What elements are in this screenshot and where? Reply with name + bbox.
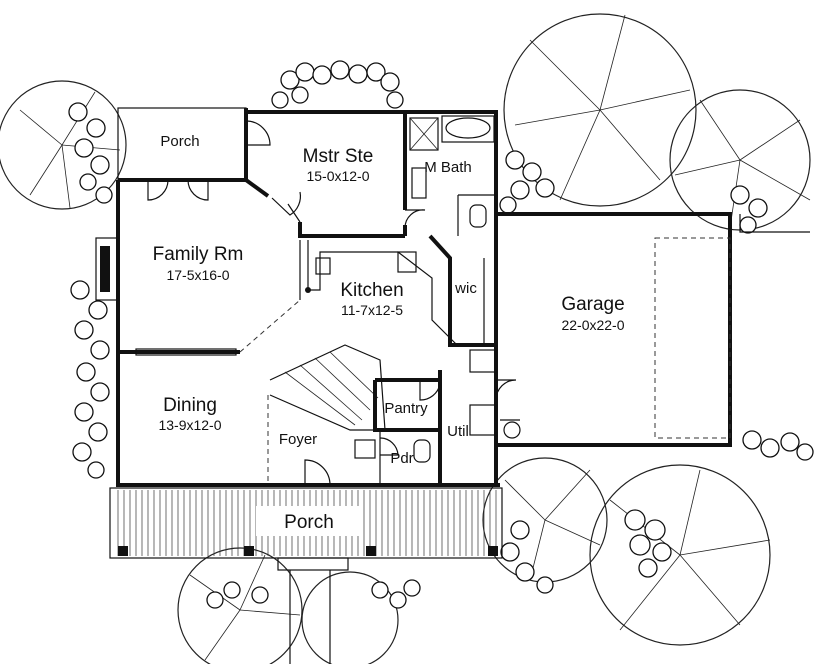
- master-bath-label: M Bath: [424, 159, 472, 176]
- front-porch: [109, 487, 503, 664]
- interior-walls: [118, 112, 731, 485]
- landscape-shrubs: [68, 60, 814, 609]
- family-room-size: 17-5x16-0: [166, 267, 229, 283]
- front-porch-label: Porch: [284, 512, 334, 533]
- dining-size: 13-9x12-0: [158, 417, 221, 433]
- powder-room-label: Pdr: [390, 450, 413, 467]
- room-labels: Porch Mstr Ste 15-0x12-0 M Bath Family R…: [153, 133, 625, 533]
- kitchen-size: 11-7x12-5: [341, 302, 403, 318]
- master-suite-label: Mstr Ste: [303, 146, 374, 167]
- garage-size: 22-0x22-0: [561, 317, 624, 333]
- foyer-label: Foyer: [279, 431, 317, 448]
- wic-label: wic: [454, 280, 477, 297]
- family-room-label: Family Rm: [153, 244, 244, 265]
- landscape-trees: [0, 13, 811, 664]
- master-suite-size: 15-0x12-0: [306, 168, 369, 184]
- pantry-label: Pantry: [384, 400, 428, 417]
- kitchen-label: Kitchen: [340, 280, 403, 301]
- rear-porch-label: Porch: [160, 133, 199, 150]
- doors: [147, 120, 517, 486]
- utility-label: Util: [447, 423, 469, 440]
- dining-label: Dining: [163, 395, 217, 416]
- garage-label: Garage: [561, 294, 624, 315]
